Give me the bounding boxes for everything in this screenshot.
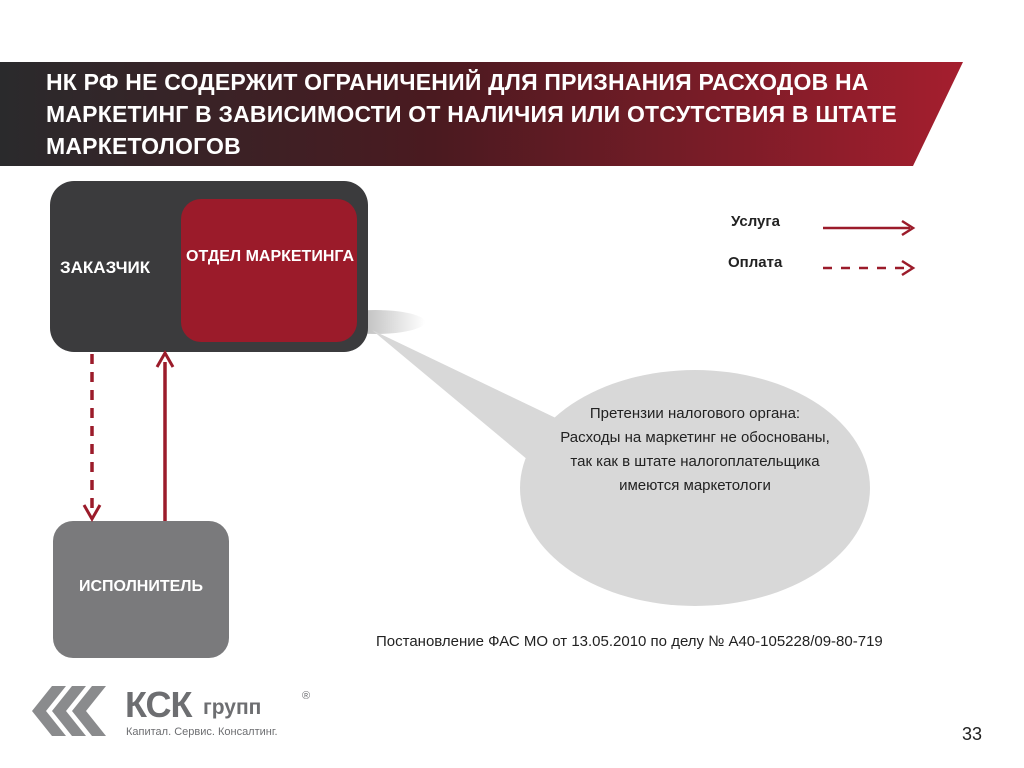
registered-mark: ®: [302, 690, 311, 702]
title-banner: [0, 62, 1024, 166]
payment-arrow-head: [82, 504, 102, 523]
bubble-tail: [372, 330, 560, 470]
logo-name: КСК: [125, 684, 192, 725]
page-number: 33: [962, 724, 983, 744]
executor-box: [53, 521, 229, 658]
executor-label: ИСПОЛНИТЕЛЬ: [78, 578, 204, 595]
bubble-text: Претензии налогового органа: Расходы на …: [560, 405, 830, 494]
legend-payment-arrow-head: [901, 259, 916, 277]
marketing-dept-label: ОТДЕЛ МАРКЕТИНГА: [186, 248, 354, 265]
service-arrow-head: [155, 349, 175, 368]
legend-service-arrow-head: [901, 219, 916, 237]
logo-tagline: Капитал. Сервис. Консалтинг.: [126, 726, 278, 738]
page-title: НК РФ НЕ СОДЕРЖИТ ОГРАНИЧЕНИЙ ДЛЯ ПРИЗНА…: [46, 69, 897, 159]
logo-suffix: групп: [203, 696, 262, 719]
legend-service-label: Услуга: [731, 213, 780, 230]
company-logo: КСК групп ® Капитал. Сервис. Консалтинг.: [30, 680, 330, 742]
speech-bubble: [520, 370, 870, 606]
legend-payment-label: Оплата: [728, 254, 783, 271]
customer-label: ЗАКАЗЧИК: [60, 258, 151, 277]
court-ruling-footnote: Постановление ФАС МО от 13.05.2010 по де…: [376, 633, 883, 650]
logo-mark-icon: [32, 686, 106, 736]
marketing-dept-box: [181, 199, 357, 342]
